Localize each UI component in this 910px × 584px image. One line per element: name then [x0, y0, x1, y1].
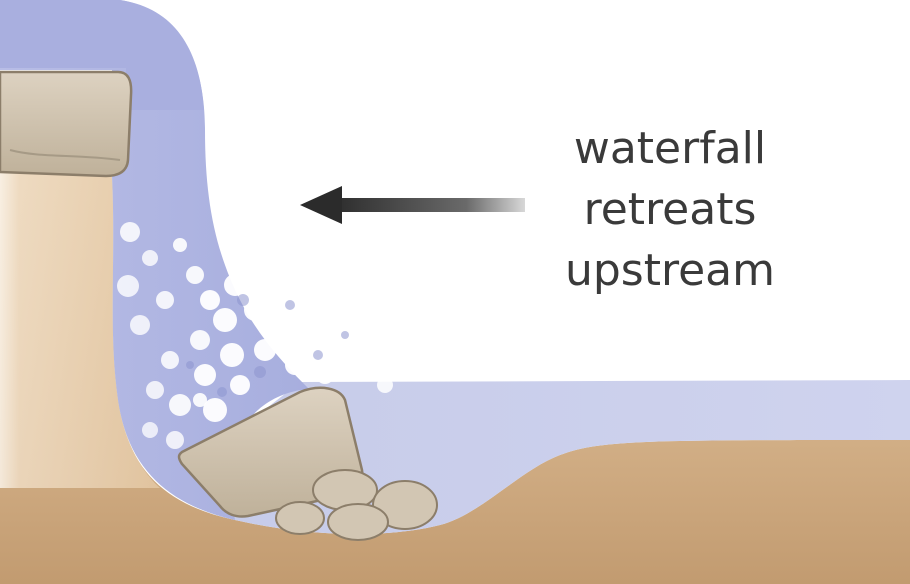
arrow-head-icon: [300, 186, 342, 224]
caprock-ledge: [0, 70, 133, 178]
caprock-crack: [9, 149, 121, 161]
riverbed-earth: [0, 170, 910, 584]
riverbed-left-face: [0, 170, 160, 488]
retreat-arrow: [300, 186, 525, 224]
caption-line-3: upstream: [564, 245, 775, 296]
diagram-caption: waterfall retreats upstream: [520, 118, 820, 301]
spray-bubbles-shadow: [186, 294, 349, 397]
upper-stream-water: [0, 0, 204, 110]
caption-line-2: retreats: [583, 184, 757, 235]
pebbles: [275, 469, 438, 541]
spray-bubbles: [117, 222, 393, 449]
caption-line-1: waterfall: [573, 123, 767, 174]
